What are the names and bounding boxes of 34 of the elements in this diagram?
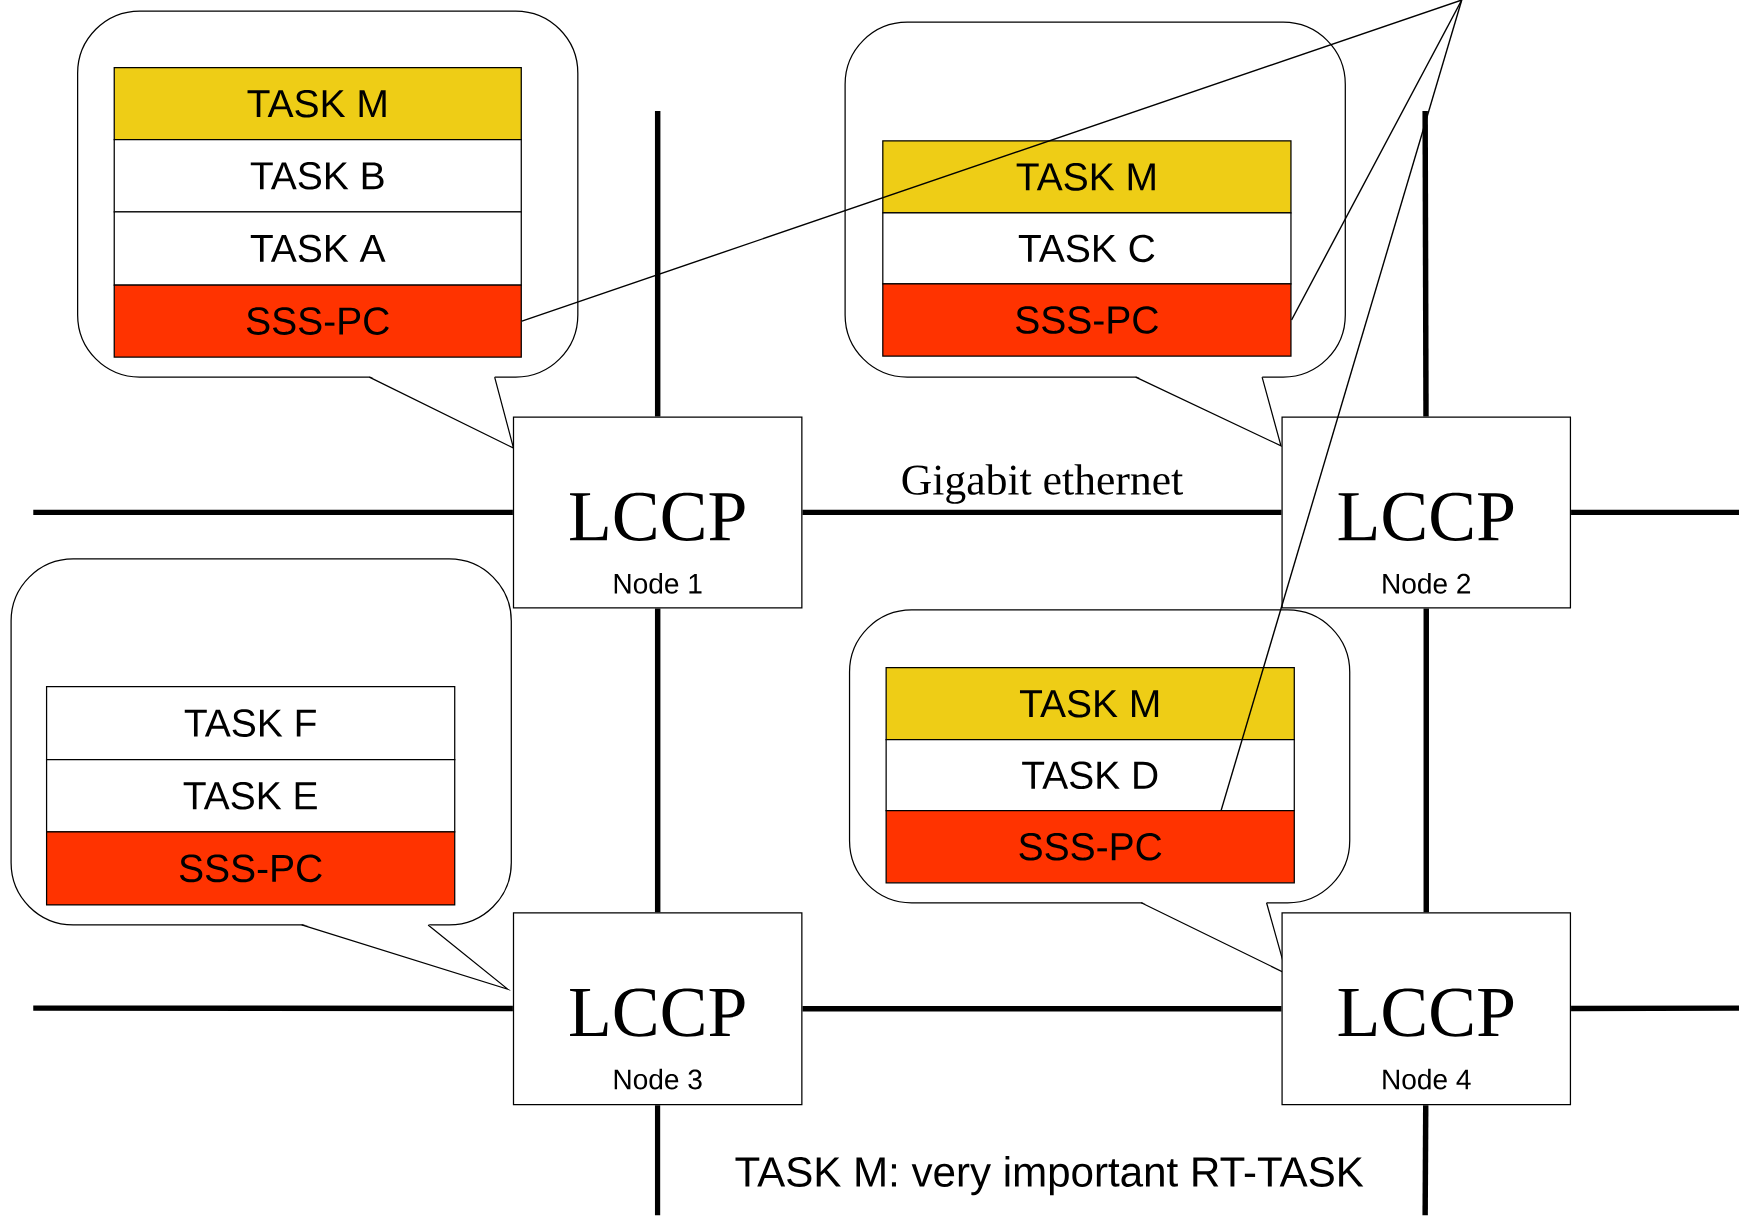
task-row: TASK F [45,686,456,761]
leader-line [1290,0,1463,321]
task-row: TASK M [113,67,522,141]
task-row: TASK C [882,212,1292,285]
lccp-box: LCCP Node 1 [512,416,803,609]
sss-pc-row: SSS-PC [45,831,456,906]
network-cable [1422,1105,1429,1216]
task-row: TASK B [113,139,522,213]
sss-pc-row: SSS-PC [882,283,1292,357]
network-cable [802,1006,1282,1012]
leader-line [521,0,1463,322]
task-row: TASK M [885,667,1295,741]
lccp-box: LCCP Node 2 [1281,416,1572,609]
network-cable [33,509,513,516]
lccp-box: LCCP Node 4 [1281,912,1572,1106]
task-row: TASK E [45,759,456,833]
sss-pc-row: SSS-PC [885,810,1295,884]
task-row: TASK A [113,211,522,286]
network-cable [654,608,661,913]
network-cable [654,1105,661,1216]
leader-line [1220,0,1463,812]
network-cable [33,1005,513,1012]
network-cable [1571,509,1739,516]
network-cable [654,111,661,417]
network-cable [802,509,1282,516]
sss-pc-row: SSS-PC [113,284,522,358]
network-cable [1423,608,1429,913]
note-text: TASK M: very important RT-TASK [735,1156,1364,1196]
task-row: TASK D [885,739,1295,812]
edge-label: Gigabit ethernet [899,462,1185,506]
lccp-box: LCCP Node 3 [512,912,803,1106]
task-row: TASK M [882,140,1292,214]
network-cable [1422,111,1429,417]
network-cable [1571,1005,1739,1012]
